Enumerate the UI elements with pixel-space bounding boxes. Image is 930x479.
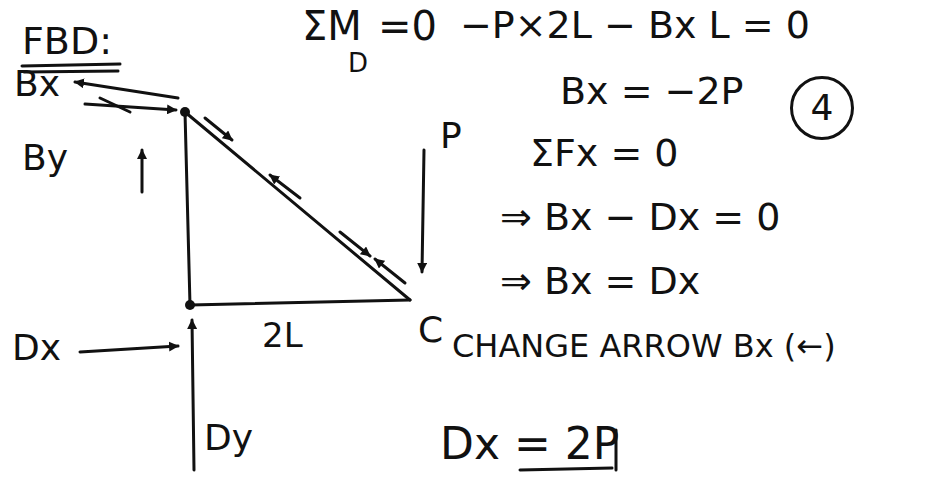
equation-text: FBD: [22,22,112,60]
figure-label: Dx [12,330,61,366]
member-force-arrow [270,175,300,198]
member-bc [185,112,410,300]
equation-text: Dx = 2P [440,422,619,466]
figure-label: P [440,118,462,154]
circled-number: 4 [790,76,854,140]
member-force-arrow [340,232,370,256]
equation-text: ΣM [302,6,362,46]
figure-label: By [22,140,68,176]
underline [520,468,612,470]
member-force-arrow [375,259,405,283]
force-arrow [75,82,178,98]
equation-text: =0 [378,6,437,46]
force-arrow [80,346,178,352]
force-arrow [85,104,176,110]
figure-label: C [418,312,443,348]
equation-text: ⇒ Bx = Dx [500,262,700,300]
equation-text: ⇒ Bx − Dx = 0 [500,198,780,236]
joint-d [185,300,195,310]
force-arrow [141,150,144,192]
equation-text: −P×2L − Bx L = 0 [460,6,810,44]
callout-number: 4 [811,90,834,126]
member-dc [190,300,410,305]
equation-text: D [348,50,368,76]
figure-label: Bx [14,66,60,102]
joint-b [180,107,190,117]
equation-text: ΣFx = 0 [530,134,679,172]
strike-mark [100,98,130,112]
figure-label: 2L [262,318,303,352]
equation-text: Bx = −2P [560,72,744,110]
member-force-arrow [205,118,232,140]
force-arrow [422,150,424,272]
member-bd [185,112,190,305]
equation-text: CHANGE ARROW Bx (←) [452,330,836,362]
figure-label: Dy [204,420,253,456]
force-arrow [192,320,194,470]
